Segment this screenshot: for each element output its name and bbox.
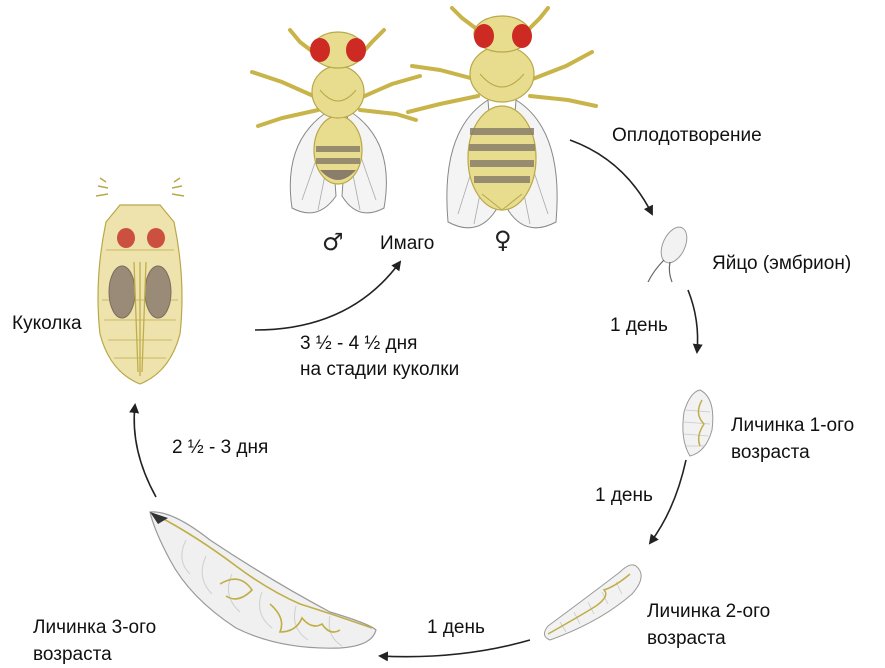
larva1-illustration [683,390,713,456]
pupa-illustration [96,178,184,384]
label-duration-larva1: 1 день [595,484,653,507]
label-imago: Имаго [380,232,434,255]
arrow-larva1-to-larva2 [650,460,686,543]
label-egg: Яйцо (эмбрион) [712,252,851,275]
egg-illustration [648,223,692,282]
label-duration-egg: 1 день [610,314,668,337]
arrow-fertilization-to-egg [570,140,652,214]
label-larva1-line2: возраста [731,441,810,464]
label-pupa: Куколка [12,312,82,335]
label-fertilization: Оплодотворение [612,124,762,147]
label-duration-pupa-line1: 3 ½ - 4 ½ дня [300,332,417,355]
male-symbol: ♂ [322,230,344,254]
label-duration-larva3: 2 ½ - 3 дня [172,436,268,459]
larva3-illustration [150,512,376,648]
label-duration-pupa-line2: на стадии куколки [300,358,459,381]
male-fly-illustration [252,30,420,213]
label-larva3-line2: возраста [33,643,112,666]
arrow-larva2-to-larva3 [380,640,530,657]
label-larva1-line1: Личинка 1-ого [731,414,854,437]
larva2-illustration [544,565,641,640]
female-fly-illustration [408,8,596,228]
arrow-egg-to-larva1 [688,290,698,352]
label-larva2-line1: Личинка 2-ого [647,600,770,623]
arrow-larva3-to-pupa [134,405,156,497]
arrow-pupa-to-imago [255,262,400,330]
label-larva3-line1: Личинка 3-ого [33,616,156,639]
label-larva2-line2: возраста [647,627,726,650]
female-symbol: ♀ [494,228,512,252]
label-duration-larva2: 1 день [427,616,485,639]
